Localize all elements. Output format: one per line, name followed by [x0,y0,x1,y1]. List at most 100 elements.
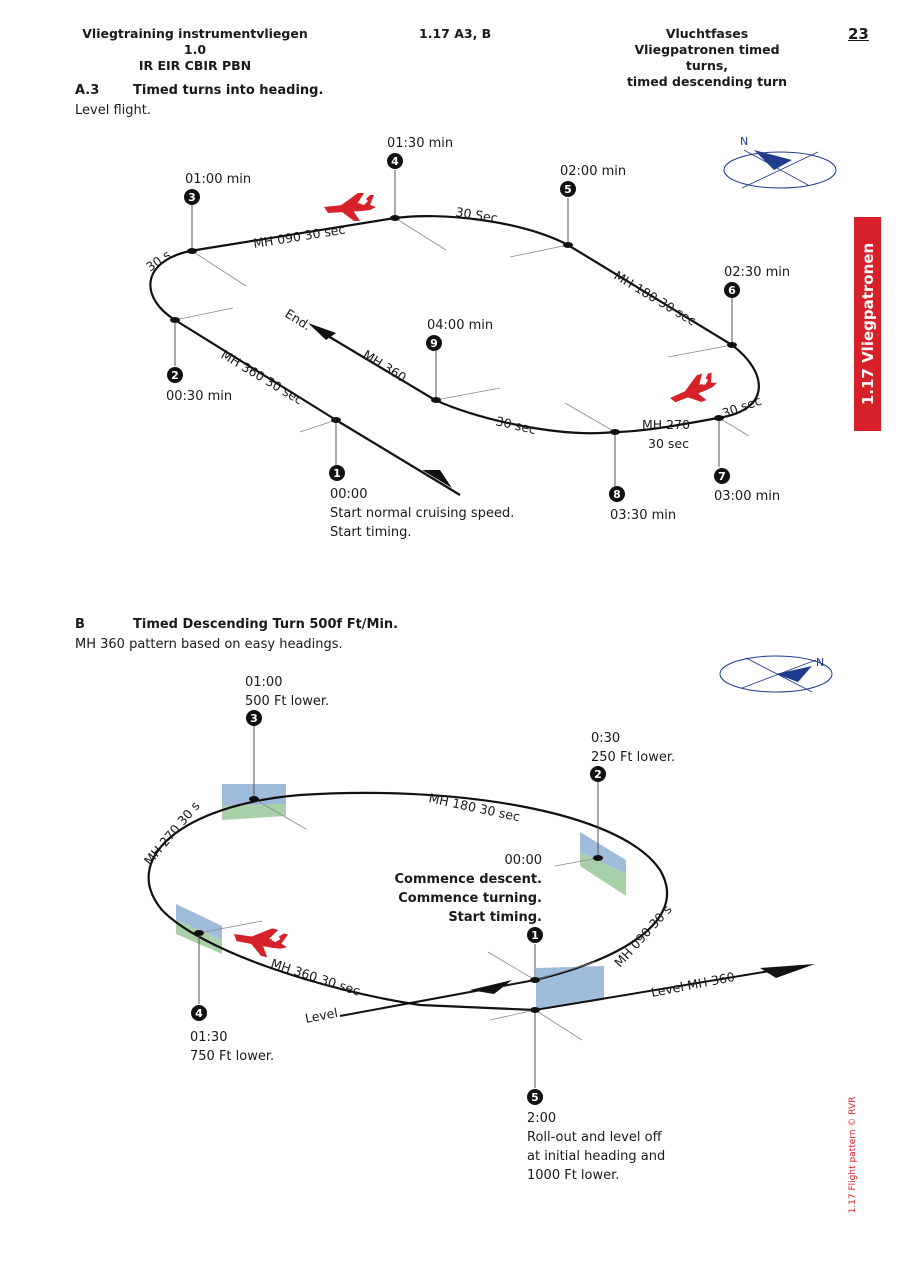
airplane-icon [324,193,376,221]
altitude-plane-2 [580,832,626,896]
time-label-9: 04:00 min [427,318,493,333]
route-label-turn3: 30 sec [720,393,764,421]
start-instruction-b1: Commence descent. [395,872,542,887]
inbound-leg-a [335,419,461,496]
marker-8: 8 [609,486,625,502]
marker-7: 7 [714,468,730,484]
header-right: Vluchtfases Vliegpatronen timed turns, t… [612,26,802,90]
section-b-title: Timed Descending Turn 500f Ft/Min. [133,617,399,632]
marker-9: 9 [426,335,442,351]
page-number: 23 [848,25,869,43]
desc-label-b5-1: Roll-out and level off [527,1130,663,1145]
desc-label-b4: 750 Ft lower. [190,1049,274,1064]
marker-b-3: 3 [246,710,262,726]
route-label-b-mh270: MH 270 30 s [141,798,203,868]
svg-text:8: 8 [613,488,621,501]
start-instruction-1: Start normal cruising speed. [330,506,514,521]
svg-text:3: 3 [188,191,196,204]
route-label-mh360: MH 360 [360,347,409,385]
compass-a: N [723,135,837,189]
svg-text:9: 9 [430,337,438,350]
marker-1: 1 [329,465,345,481]
time-label-6: 02:30 min [724,265,790,280]
time-label-b5: 2:00 [527,1111,556,1126]
marker-6: 6 [724,282,740,298]
header-course-title: Vliegtraining instrumentvliegen 1.0 [82,26,308,57]
route-label-turn1: 30 s [143,247,173,274]
svg-text:4: 4 [195,1007,203,1020]
compass-north-label: N [816,656,824,669]
header-topic-line1: Vliegpatronen timed turns, [634,42,780,73]
svg-text:5: 5 [564,183,572,196]
marker-b-4: 4 [191,1005,207,1021]
compass-b: N [719,655,833,693]
track-loop-a [149,215,760,435]
compass-needle [754,150,792,170]
time-label-b3: 01:00 [245,675,282,690]
compass-north-label: N [740,135,748,148]
desc-label-b5-2: at initial heading and [527,1149,665,1164]
svg-text:5: 5 [531,1091,539,1104]
marker-2: 2 [167,367,183,383]
svg-text:4: 4 [391,155,399,168]
svg-text:2: 2 [594,768,602,781]
svg-text:1: 1 [531,929,539,942]
section-a-number: A.3 [75,83,100,98]
route-label-mh270: MH 270 [642,417,690,432]
compass-ring [719,655,833,693]
route-label-turn2: 30 Sec [455,204,499,225]
svg-text:1: 1 [333,467,341,480]
header-course-subtitle: IR EIR CBIR PBN [138,58,252,73]
section-b-subtitle: MH 360 pattern based on easy headings. [75,637,343,652]
diagram-timed-turns: N [143,135,837,540]
section-a-title: Timed turns into heading. [133,83,324,98]
route-label-b-level: Level [304,1005,339,1026]
time-label-b4: 01:30 [190,1030,227,1045]
route-label-b-mh090: MH 090 30 s [611,902,675,970]
header-chapter: Vluchtfases [665,26,749,41]
time-label-4: 01:30 min [387,136,453,151]
section-a-subtitle: Level flight. [75,103,151,118]
svg-text:2: 2 [171,369,179,382]
start-instruction-b3: Start timing. [448,910,542,925]
end-arrow [308,323,336,340]
desc-label-b2: 250 Ft lower. [591,750,675,765]
marker-4: 4 [387,153,403,169]
time-label-2: 00:30 min [166,389,232,404]
chapter-side-tab[interactable]: 1.17 Vliegpatronen [854,217,881,431]
marker-b-2: 2 [590,766,606,782]
level-outbound-line [534,965,801,1011]
time-label-8: 03:30 min [610,508,676,523]
section-b-number: B [75,617,85,632]
level-mh360-arrow [760,964,815,978]
marker-3: 3 [184,189,200,205]
time-label-1: 00:00 [330,487,367,502]
marker-5: 5 [560,181,576,197]
altitude-plane-5 [536,966,604,1010]
time-label-b2: 0:30 [591,731,620,746]
svg-text:3: 3 [250,712,258,725]
start-arrow [422,470,452,488]
header-topic-line2: timed descending turn [626,74,788,89]
desc-label-b5-3: 1000 Ft lower. [527,1168,619,1183]
track-loop-b [147,791,668,1012]
airplane-icon [665,370,722,411]
marker-b-1: 1 [527,927,543,943]
route-label-mh090: MH 090 30 sec [252,222,346,251]
svg-text:6: 6 [728,284,736,297]
start-instruction-2: Start timing. [330,525,412,540]
route-label-b-mh360: MH 360 30 sec [269,956,362,999]
level-arrow [470,980,512,994]
time-label-3: 01:00 min [185,172,251,187]
start-time-label-b: 00:00 [505,853,542,868]
desc-label-b3: 500 Ft lower. [245,694,329,709]
time-label-5: 02:00 min [560,164,626,179]
route-label-b-mh180: MH 180 30 sec [427,790,521,824]
compass-needle [776,666,812,682]
diagram-descending-turn: N [141,655,833,1183]
compass-ring [723,151,837,189]
route-label-turn4: 30 sec [494,413,537,437]
time-label-7: 03:00 min [714,489,780,504]
end-label: End. [282,306,313,333]
route-label-mh180: MH 180 30 sec [611,268,699,329]
